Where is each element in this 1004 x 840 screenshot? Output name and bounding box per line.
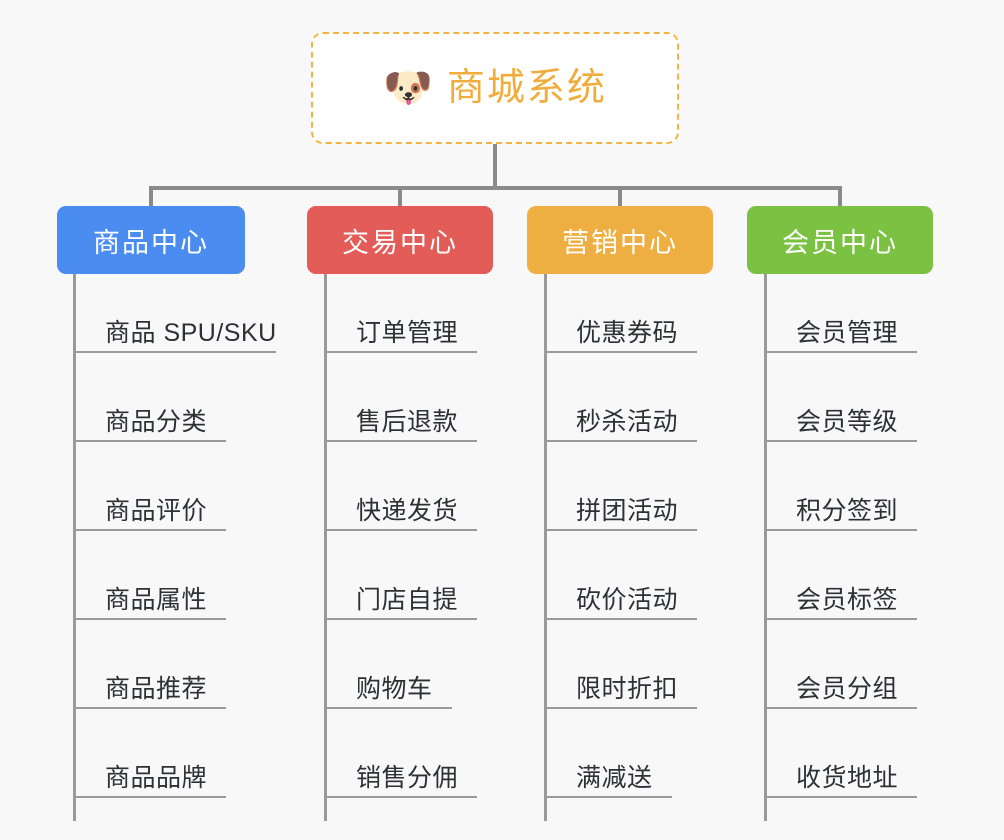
branch-drop-line-3 bbox=[618, 186, 622, 210]
leaf-item[interactable]: 商品品牌 bbox=[73, 742, 226, 798]
branch-box-product-center[interactable]: 商品中心 bbox=[57, 206, 245, 274]
branch-box-member-center[interactable]: 会员中心 bbox=[747, 206, 933, 274]
leaf-item[interactable]: 商品 SPU/SKU bbox=[73, 297, 276, 353]
branch-drop-line-4 bbox=[838, 186, 842, 210]
leaf-label: 会员管理 bbox=[796, 318, 899, 347]
leaf-label: 积分签到 bbox=[796, 496, 899, 525]
branch-label: 商品中心 bbox=[93, 227, 209, 258]
dog-face-icon: 🐶 bbox=[383, 66, 433, 110]
branch-drop-line-2 bbox=[398, 186, 402, 210]
leaf-label: 商品分类 bbox=[105, 407, 208, 436]
leaf-item[interactable]: 积分签到 bbox=[764, 475, 917, 531]
leaf-item[interactable]: 拼团活动 bbox=[544, 475, 697, 531]
leaf-item[interactable]: 订单管理 bbox=[324, 297, 477, 353]
leaf-item[interactable]: 秒杀活动 bbox=[544, 386, 697, 442]
leaf-label: 会员标签 bbox=[796, 585, 899, 614]
leaf-item[interactable]: 快递发货 bbox=[324, 475, 477, 531]
leaf-label: 购物车 bbox=[356, 674, 433, 703]
leaf-label: 秒杀活动 bbox=[576, 407, 679, 436]
leaf-label: 商品推荐 bbox=[105, 674, 208, 703]
leaf-spine-1 bbox=[73, 274, 76, 821]
leaf-label: 商品 SPU/SKU bbox=[105, 318, 277, 347]
leaf-item[interactable]: 销售分佣 bbox=[324, 742, 477, 798]
leaf-item[interactable]: 购物车 bbox=[324, 653, 452, 709]
leaf-label: 订单管理 bbox=[356, 318, 459, 347]
branch-label: 交易中心 bbox=[342, 227, 458, 258]
leaf-spine-4 bbox=[764, 274, 767, 821]
leaf-label: 商品属性 bbox=[105, 585, 208, 614]
root-node[interactable]: 🐶 商城系统 bbox=[311, 32, 679, 144]
branch-label: 营销中心 bbox=[562, 227, 678, 258]
leaf-item[interactable]: 商品分类 bbox=[73, 386, 226, 442]
leaf-item[interactable]: 优惠券码 bbox=[544, 297, 697, 353]
leaf-spine-2 bbox=[324, 274, 327, 821]
branch-box-marketing-center[interactable]: 营销中心 bbox=[527, 206, 713, 274]
leaf-item[interactable]: 售后退款 bbox=[324, 386, 477, 442]
branch-bus-line bbox=[149, 186, 841, 190]
leaf-label: 优惠券码 bbox=[576, 318, 679, 347]
leaf-item[interactable]: 会员等级 bbox=[764, 386, 917, 442]
leaf-label: 销售分佣 bbox=[356, 763, 459, 792]
leaf-label: 售后退款 bbox=[356, 407, 459, 436]
leaf-item[interactable]: 商品属性 bbox=[73, 564, 226, 620]
branch-label: 会员中心 bbox=[782, 227, 898, 258]
leaf-item[interactable]: 会员分组 bbox=[764, 653, 917, 709]
leaf-item[interactable]: 门店自提 bbox=[324, 564, 477, 620]
leaf-label: 商品品牌 bbox=[105, 763, 208, 792]
leaf-spine-3 bbox=[544, 274, 547, 821]
leaf-item[interactable]: 会员标签 bbox=[764, 564, 917, 620]
leaf-label: 快递发货 bbox=[356, 496, 459, 525]
leaf-label: 会员等级 bbox=[796, 407, 899, 436]
leaf-item[interactable]: 商品推荐 bbox=[73, 653, 226, 709]
branch-box-trade-center[interactable]: 交易中心 bbox=[307, 206, 493, 274]
leaf-label: 拼团活动 bbox=[576, 496, 679, 525]
leaf-item[interactable]: 收货地址 bbox=[764, 742, 917, 798]
leaf-label: 商品评价 bbox=[105, 496, 208, 525]
leaf-label: 砍价活动 bbox=[576, 585, 679, 614]
leaf-item[interactable]: 商品评价 bbox=[73, 475, 226, 531]
root-title: 商城系统 bbox=[446, 67, 607, 109]
leaf-label: 满减送 bbox=[576, 763, 653, 792]
leaf-item[interactable]: 限时折扣 bbox=[544, 653, 697, 709]
leaf-item[interactable]: 满减送 bbox=[544, 742, 672, 798]
leaf-item[interactable]: 砍价活动 bbox=[544, 564, 697, 620]
leaf-label: 限时折扣 bbox=[576, 674, 679, 703]
branch-drop-line-1 bbox=[149, 186, 153, 210]
leaf-label: 收货地址 bbox=[796, 763, 899, 792]
leaf-label: 会员分组 bbox=[796, 674, 899, 703]
leaf-item[interactable]: 会员管理 bbox=[764, 297, 917, 353]
leaf-label: 门店自提 bbox=[356, 585, 459, 614]
root-trunk-line bbox=[493, 144, 497, 188]
